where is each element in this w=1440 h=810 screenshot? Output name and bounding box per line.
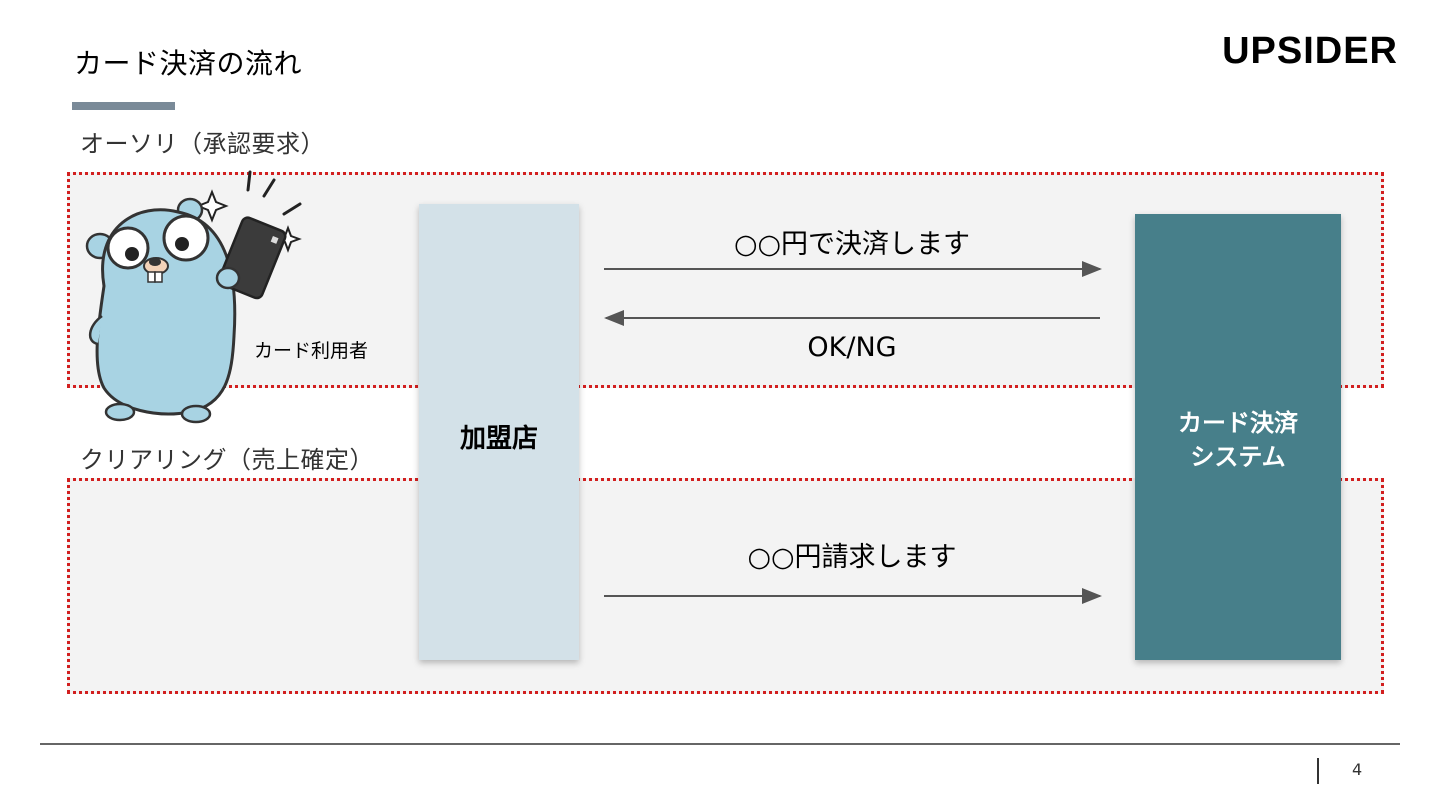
card-payment-system-box xyxy=(1135,214,1341,660)
auth-arrows xyxy=(604,261,1102,326)
system-label-line1: カード決済 xyxy=(1178,409,1298,437)
title-accent-bar xyxy=(72,102,175,110)
upsider-logo: UPSIDER xyxy=(1222,30,1398,72)
system-label-line2: システム xyxy=(1190,443,1286,471)
footer-divider xyxy=(40,743,1400,745)
page-number: 4 xyxy=(1352,760,1363,779)
merchant-label: 加盟店 xyxy=(459,424,538,454)
clearing-arrows xyxy=(604,588,1102,604)
card-payment-system-label: カード決済 システム xyxy=(1135,406,1341,474)
card-user-label: カード利用者 xyxy=(254,340,369,362)
auth-request-message: ○○円で決済します xyxy=(733,229,971,260)
clearing-request-message: ○○円請求します xyxy=(747,542,957,573)
section-label-clearing: クリアリング（売上確定） xyxy=(80,446,374,474)
section-label-authorization: オーソリ（承認要求） xyxy=(80,130,325,158)
merchant-box xyxy=(419,204,579,660)
page-number-separator xyxy=(1317,758,1319,784)
slide-title: カード決済の流れ xyxy=(74,47,303,80)
gopher-holding-card-icon xyxy=(85,170,302,424)
auth-response-message: OK/NG xyxy=(807,332,897,363)
